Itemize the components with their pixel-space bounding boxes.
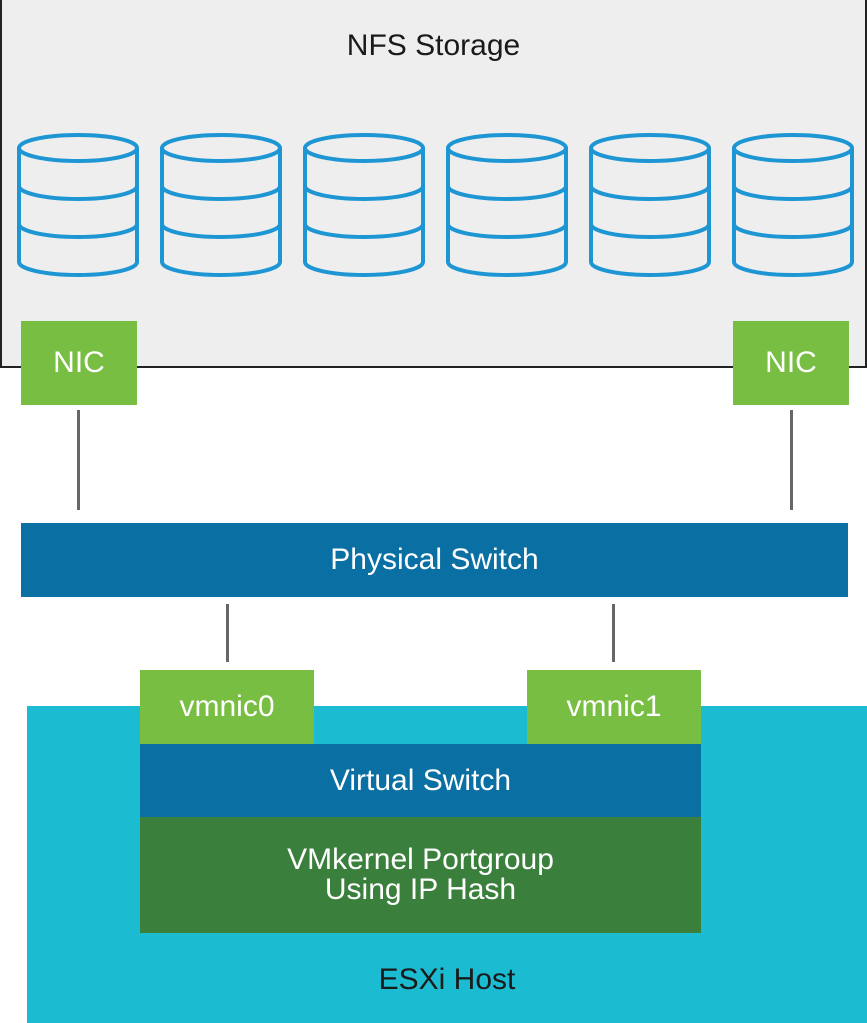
database-cylinder-icon bbox=[160, 133, 282, 277]
vmkernel-portgroup: VMkernel Portgroup Using IP Hash bbox=[140, 817, 701, 933]
database-cylinder-icon bbox=[17, 133, 139, 277]
disk-array bbox=[17, 133, 854, 277]
connector-nic-left-to-switch bbox=[77, 410, 80, 510]
database-cylinder-icon bbox=[446, 133, 568, 277]
physical-switch: Physical Switch bbox=[21, 523, 848, 597]
esxi-host-label: ESXi Host bbox=[378, 963, 516, 996]
connector-switch-to-vmnic1 bbox=[612, 604, 615, 662]
database-cylinder-icon bbox=[732, 133, 854, 277]
nfs-storage-title: NFS Storage bbox=[346, 29, 521, 62]
storage-nic-left: NIC bbox=[21, 321, 137, 405]
vmnic0: vmnic0 bbox=[140, 670, 314, 744]
connector-nic-right-to-switch bbox=[790, 410, 793, 510]
database-cylinder-icon bbox=[303, 133, 425, 277]
portgroup-line-2: Using IP Hash bbox=[324, 873, 517, 906]
database-cylinder-icon bbox=[589, 133, 711, 277]
vmnic1: vmnic1 bbox=[527, 670, 701, 744]
portgroup-line-1: VMkernel Portgroup bbox=[287, 843, 554, 876]
storage-nic-right: NIC bbox=[733, 321, 849, 405]
virtual-switch: Virtual Switch bbox=[140, 744, 701, 817]
connector-switch-to-vmnic0 bbox=[226, 604, 229, 662]
nfs-storage-box bbox=[0, 0, 867, 368]
